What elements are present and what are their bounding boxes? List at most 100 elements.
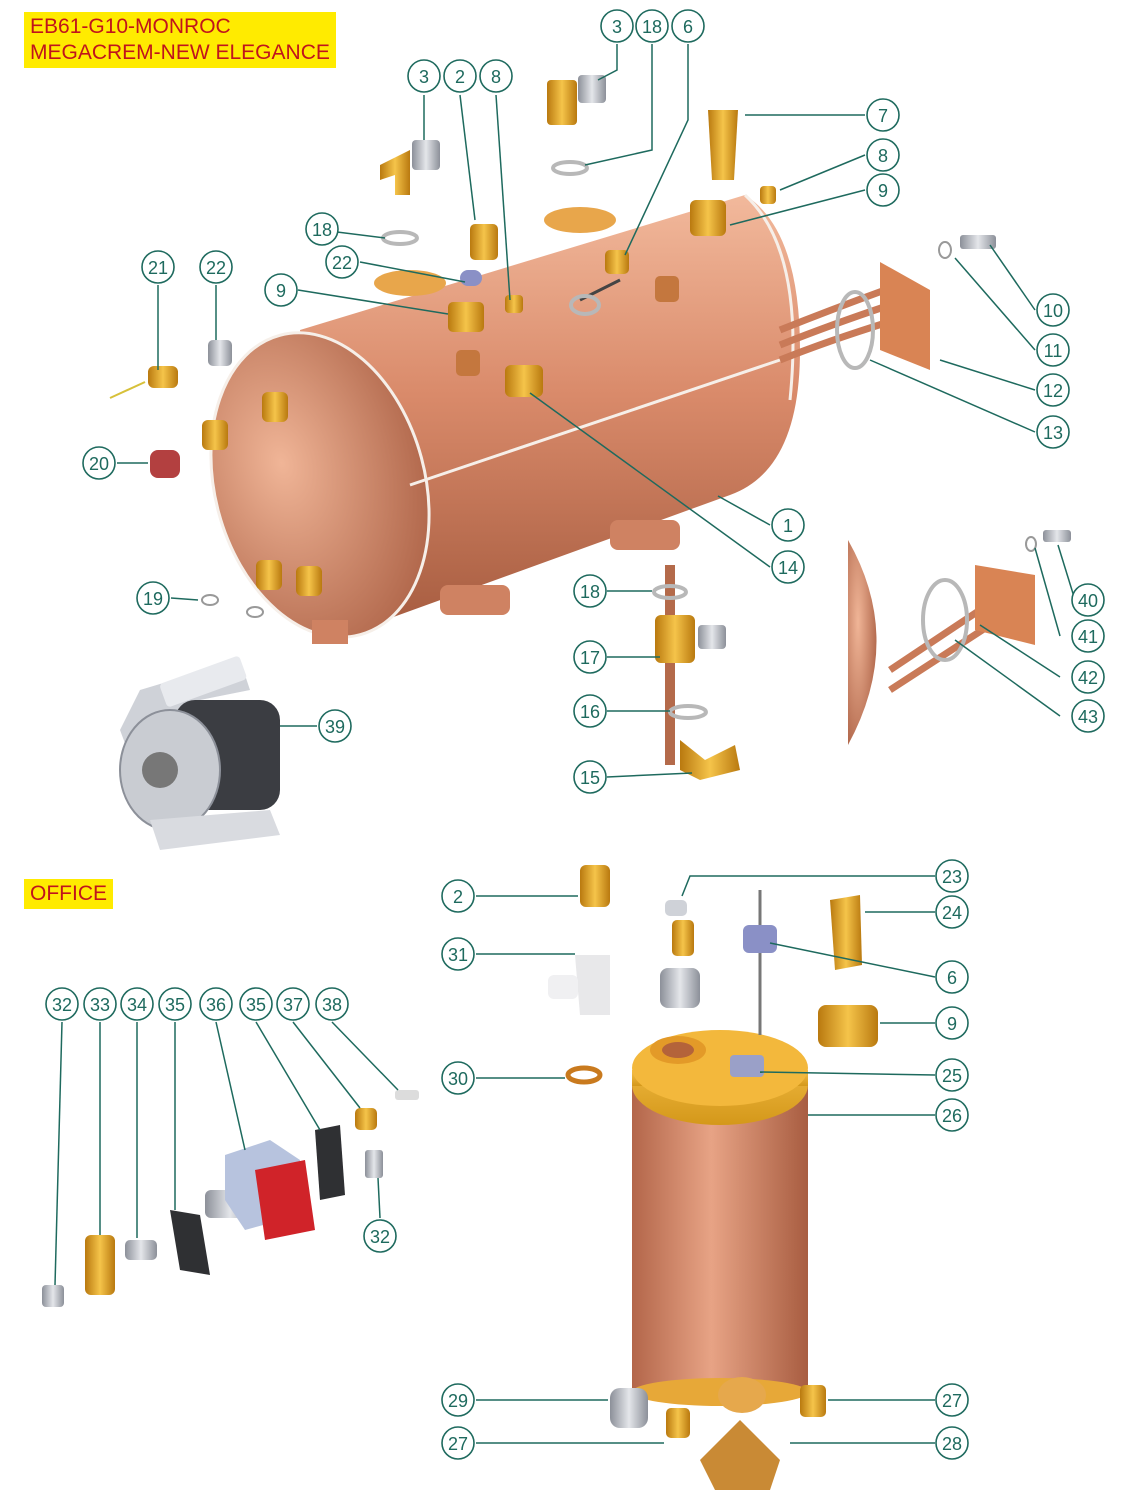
callout-number: 10 <box>1043 301 1063 321</box>
callout-number: 11 <box>1044 341 1063 361</box>
title-main: EB61-G10-MONROC MEGACREM-NEW ELEGANCE <box>24 12 336 68</box>
callout-circle <box>573 640 607 674</box>
callout-circle <box>771 550 805 584</box>
callout-number: 6 <box>683 17 693 37</box>
callout-circle <box>1036 333 1070 367</box>
callout-number: 20 <box>89 454 109 474</box>
callout-26: 26 <box>935 1098 969 1132</box>
callout-circle <box>1071 619 1105 653</box>
callout-circle <box>315 987 349 1021</box>
callout-18a: 18 <box>635 9 669 43</box>
callout-29: 29 <box>441 1383 475 1417</box>
callout-24: 24 <box>935 895 969 929</box>
callout-circle <box>318 709 352 743</box>
callout-circle <box>239 987 273 1021</box>
callout-20: 20 <box>82 446 116 480</box>
callout-circle <box>935 895 969 929</box>
callout-13: 13 <box>1036 415 1070 449</box>
callout-number: 22 <box>332 253 352 273</box>
callout-number: 9 <box>947 1014 957 1034</box>
callout-circle <box>1036 373 1070 407</box>
callout-number: 3 <box>419 67 429 87</box>
callout-30: 30 <box>441 1061 475 1095</box>
callout-6a: 6 <box>671 9 705 43</box>
callout-number: 33 <box>90 995 110 1015</box>
title-office: OFFICE <box>24 879 113 909</box>
callout-number: 41 <box>1078 627 1098 647</box>
callout-number: 27 <box>448 1434 468 1454</box>
callout-circle <box>305 212 339 246</box>
callout-10: 10 <box>1036 293 1070 327</box>
callout-number: 2 <box>455 67 465 87</box>
callout-circle <box>1071 583 1105 617</box>
callout-circle <box>45 987 79 1021</box>
callout-35a: 35 <box>158 987 192 1021</box>
callout-27b: 27 <box>441 1426 475 1460</box>
callout-number: 31 <box>448 945 468 965</box>
callout-33: 33 <box>83 987 117 1021</box>
callout-number: 36 <box>206 995 226 1015</box>
callout-number: 23 <box>942 867 962 887</box>
callout-circle <box>866 173 900 207</box>
callout-circle <box>1071 699 1105 733</box>
callout-circle <box>935 1098 969 1132</box>
callout-circle <box>82 446 116 480</box>
callout-circle <box>479 59 513 93</box>
callout-2a: 2 <box>443 59 477 93</box>
callout-number: 28 <box>942 1434 962 1454</box>
callout-circle <box>199 250 233 284</box>
callout-circle <box>441 937 475 971</box>
leader-lines <box>54 44 1076 1444</box>
callout-circle <box>1036 415 1070 449</box>
office-pump-assembly <box>42 1090 419 1307</box>
callout-number: 8 <box>491 67 501 87</box>
horizontal-boiler <box>202 193 930 644</box>
callout-circle <box>276 987 310 1021</box>
callout-circle <box>120 987 154 1021</box>
callout-32b: 32 <box>363 1219 397 1253</box>
callout-9c: 9 <box>935 1006 969 1040</box>
callout-number: 15 <box>580 768 600 788</box>
callout-circle <box>443 59 477 93</box>
callout-number: 30 <box>448 1069 468 1089</box>
boiler-fittings <box>109 75 996 618</box>
callout-7: 7 <box>866 98 900 132</box>
callout-21: 21 <box>141 250 175 284</box>
callout-25: 25 <box>935 1058 969 1092</box>
callout-number: 22 <box>206 258 226 278</box>
callout-41: 41 <box>1071 619 1105 653</box>
callout-number: 24 <box>942 903 962 923</box>
callout-number: 32 <box>370 1227 390 1247</box>
callout-circle <box>325 245 359 279</box>
callout-circle <box>407 59 441 93</box>
callout-number: 12 <box>1043 381 1063 401</box>
callout-35b: 35 <box>239 987 273 1021</box>
callout-number: 18 <box>642 17 662 37</box>
callout-number: 34 <box>127 995 147 1015</box>
callout-circle <box>363 1219 397 1253</box>
title-line-1: EB61-G10-MONROC <box>30 15 231 38</box>
callout-42: 42 <box>1071 660 1105 694</box>
callout-34: 34 <box>120 987 154 1021</box>
callout-22a: 22 <box>199 250 233 284</box>
callout-circle <box>1071 660 1105 694</box>
callout-circle <box>771 508 805 542</box>
callout-14: 14 <box>771 550 805 584</box>
callout-number: 29 <box>448 1391 468 1411</box>
callout-circle <box>935 1426 969 1460</box>
callout-27a: 27 <box>935 1383 969 1417</box>
callout-circle <box>141 250 175 284</box>
callout-number: 8 <box>878 146 888 166</box>
callout-circle <box>935 1006 969 1040</box>
callout-circle <box>573 574 607 608</box>
callout-8b: 8 <box>866 138 900 172</box>
callout-number: 2 <box>453 887 463 907</box>
callout-number: 27 <box>942 1391 962 1411</box>
callout-number: 25 <box>942 1066 962 1086</box>
callout-28: 28 <box>935 1426 969 1460</box>
callout-8a: 8 <box>479 59 513 93</box>
callout-37: 37 <box>276 987 310 1021</box>
callout-32a: 32 <box>45 987 79 1021</box>
